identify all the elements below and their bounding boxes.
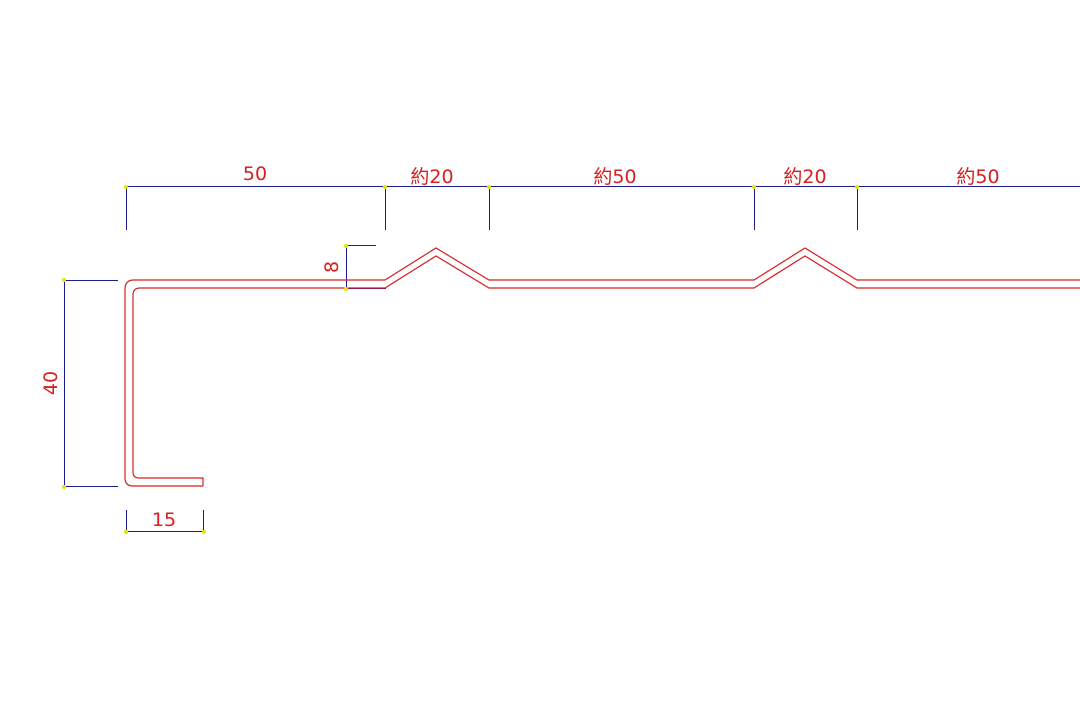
node-marker xyxy=(855,185,859,189)
flange-height-dimension: 40 xyxy=(40,280,118,487)
node-marker xyxy=(487,185,491,189)
profile-inner-edge xyxy=(132,255,1080,486)
node-marker xyxy=(124,185,128,189)
node-marker xyxy=(383,185,387,189)
dim-label-top-3: 約50 xyxy=(593,166,636,188)
node-marker xyxy=(202,530,206,534)
sheet-profile xyxy=(124,247,1080,487)
node-marker xyxy=(62,485,66,489)
top-dimension-chain: 50 約20 約50 約20 約50 xyxy=(126,163,1080,230)
node-marker xyxy=(344,244,348,248)
dim-label-top-4: 約20 xyxy=(783,166,826,188)
dim-label-rib-height: 8 xyxy=(321,261,343,273)
dim-label-top-5: 約50 xyxy=(956,166,999,188)
node-marker xyxy=(752,185,756,189)
node-markers xyxy=(62,185,859,534)
dim-label-top-2: 約20 xyxy=(410,166,453,188)
dim-label-top-1: 50 xyxy=(243,163,267,185)
profile-outer-edge xyxy=(124,247,1080,487)
node-marker xyxy=(344,287,348,291)
rib-height-dimension: 8 xyxy=(321,245,386,289)
node-marker xyxy=(62,278,66,282)
dim-label-flange-height: 40 xyxy=(40,371,62,395)
dim-label-return-width: 15 xyxy=(152,509,176,531)
node-marker xyxy=(124,530,128,534)
return-width-dimension: 15 xyxy=(126,509,204,532)
